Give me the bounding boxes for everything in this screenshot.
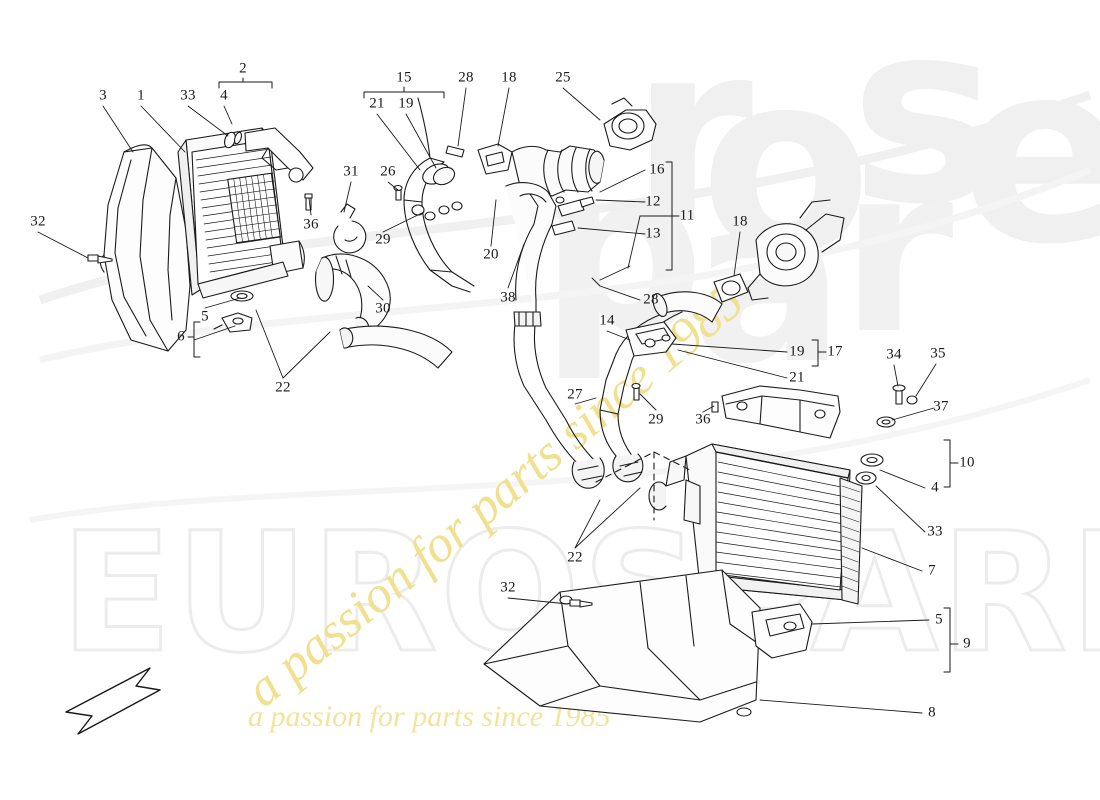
callout-9: 9 <box>963 635 971 652</box>
callout-30: 30 <box>375 300 391 317</box>
hose-22-lower <box>339 325 453 369</box>
leader-lines <box>37 87 937 714</box>
callout-36-left: 36 <box>303 216 319 233</box>
callout-14: 14 <box>599 312 615 329</box>
callout-25: 25 <box>555 69 571 86</box>
callout-22-right: 22 <box>567 549 583 566</box>
callout-21-right: 21 <box>789 369 805 386</box>
callout-1: 1 <box>137 87 145 104</box>
callout-6: 6 <box>177 328 185 345</box>
callout-2: 2 <box>239 60 247 77</box>
callout-28-top: 28 <box>458 69 474 86</box>
callout-5-left: 5 <box>201 308 209 325</box>
callout-16: 16 <box>649 161 665 178</box>
pipe-assembly-upper <box>403 97 657 293</box>
callout-20: 20 <box>483 246 499 263</box>
direction-arrow <box>65 667 161 735</box>
callout-37: 37 <box>933 398 949 415</box>
callout-33-left: 33 <box>180 87 196 104</box>
callout-28-right: 28 <box>643 291 659 308</box>
callout-7: 7 <box>928 562 936 579</box>
bolt-32-left <box>87 254 113 264</box>
callout-4-right: 4 <box>931 479 939 496</box>
turbocharger <box>713 199 845 303</box>
air-duct-right <box>483 569 813 723</box>
callout-36-right: 36 <box>695 411 711 428</box>
mount-5-6 <box>213 290 254 333</box>
callout-38: 38 <box>500 289 516 306</box>
callout-32-right: 32 <box>500 579 516 596</box>
callout-29-right: 29 <box>648 411 664 428</box>
intercooler-bracket <box>224 127 314 183</box>
callout-19-right: 19 <box>789 343 805 360</box>
callout-brackets <box>187 77 959 673</box>
callout-17: 17 <box>827 343 843 360</box>
hose-assembly-right-mid <box>599 291 723 483</box>
callout-35: 35 <box>930 345 946 362</box>
callout-18-top: 18 <box>501 69 517 86</box>
callout-15: 15 <box>396 69 412 86</box>
callout-34: 34 <box>886 346 902 363</box>
support-bracket-right <box>721 385 841 439</box>
callout-4-left: 4 <box>220 87 228 104</box>
callout-19-top: 19 <box>398 95 414 112</box>
callout-27: 27 <box>567 386 583 403</box>
air-duct-left <box>99 144 191 352</box>
callout-22-left: 22 <box>275 379 291 396</box>
callout-13: 13 <box>645 225 661 242</box>
callout-33-right: 33 <box>927 523 943 540</box>
callout-21-top: 21 <box>369 95 385 112</box>
callout-29-left: 29 <box>375 231 391 248</box>
intercooler-left <box>177 127 305 299</box>
callout-18-right: 18 <box>732 213 748 230</box>
clamp-31 <box>333 203 367 254</box>
callout-5-right: 5 <box>935 611 943 628</box>
callout-11: 11 <box>679 207 695 224</box>
callout-12: 12 <box>645 193 661 210</box>
callout-3: 3 <box>99 87 107 104</box>
callout-8: 8 <box>928 704 936 721</box>
callout-31: 31 <box>343 163 359 180</box>
callout-26: 26 <box>380 163 396 180</box>
pipe-assembly-middle <box>505 182 605 489</box>
intercooler-right <box>595 443 863 605</box>
callout-32-left: 32 <box>30 213 46 230</box>
callout-10: 10 <box>959 454 975 471</box>
fasteners-34-35-37 <box>855 384 918 485</box>
